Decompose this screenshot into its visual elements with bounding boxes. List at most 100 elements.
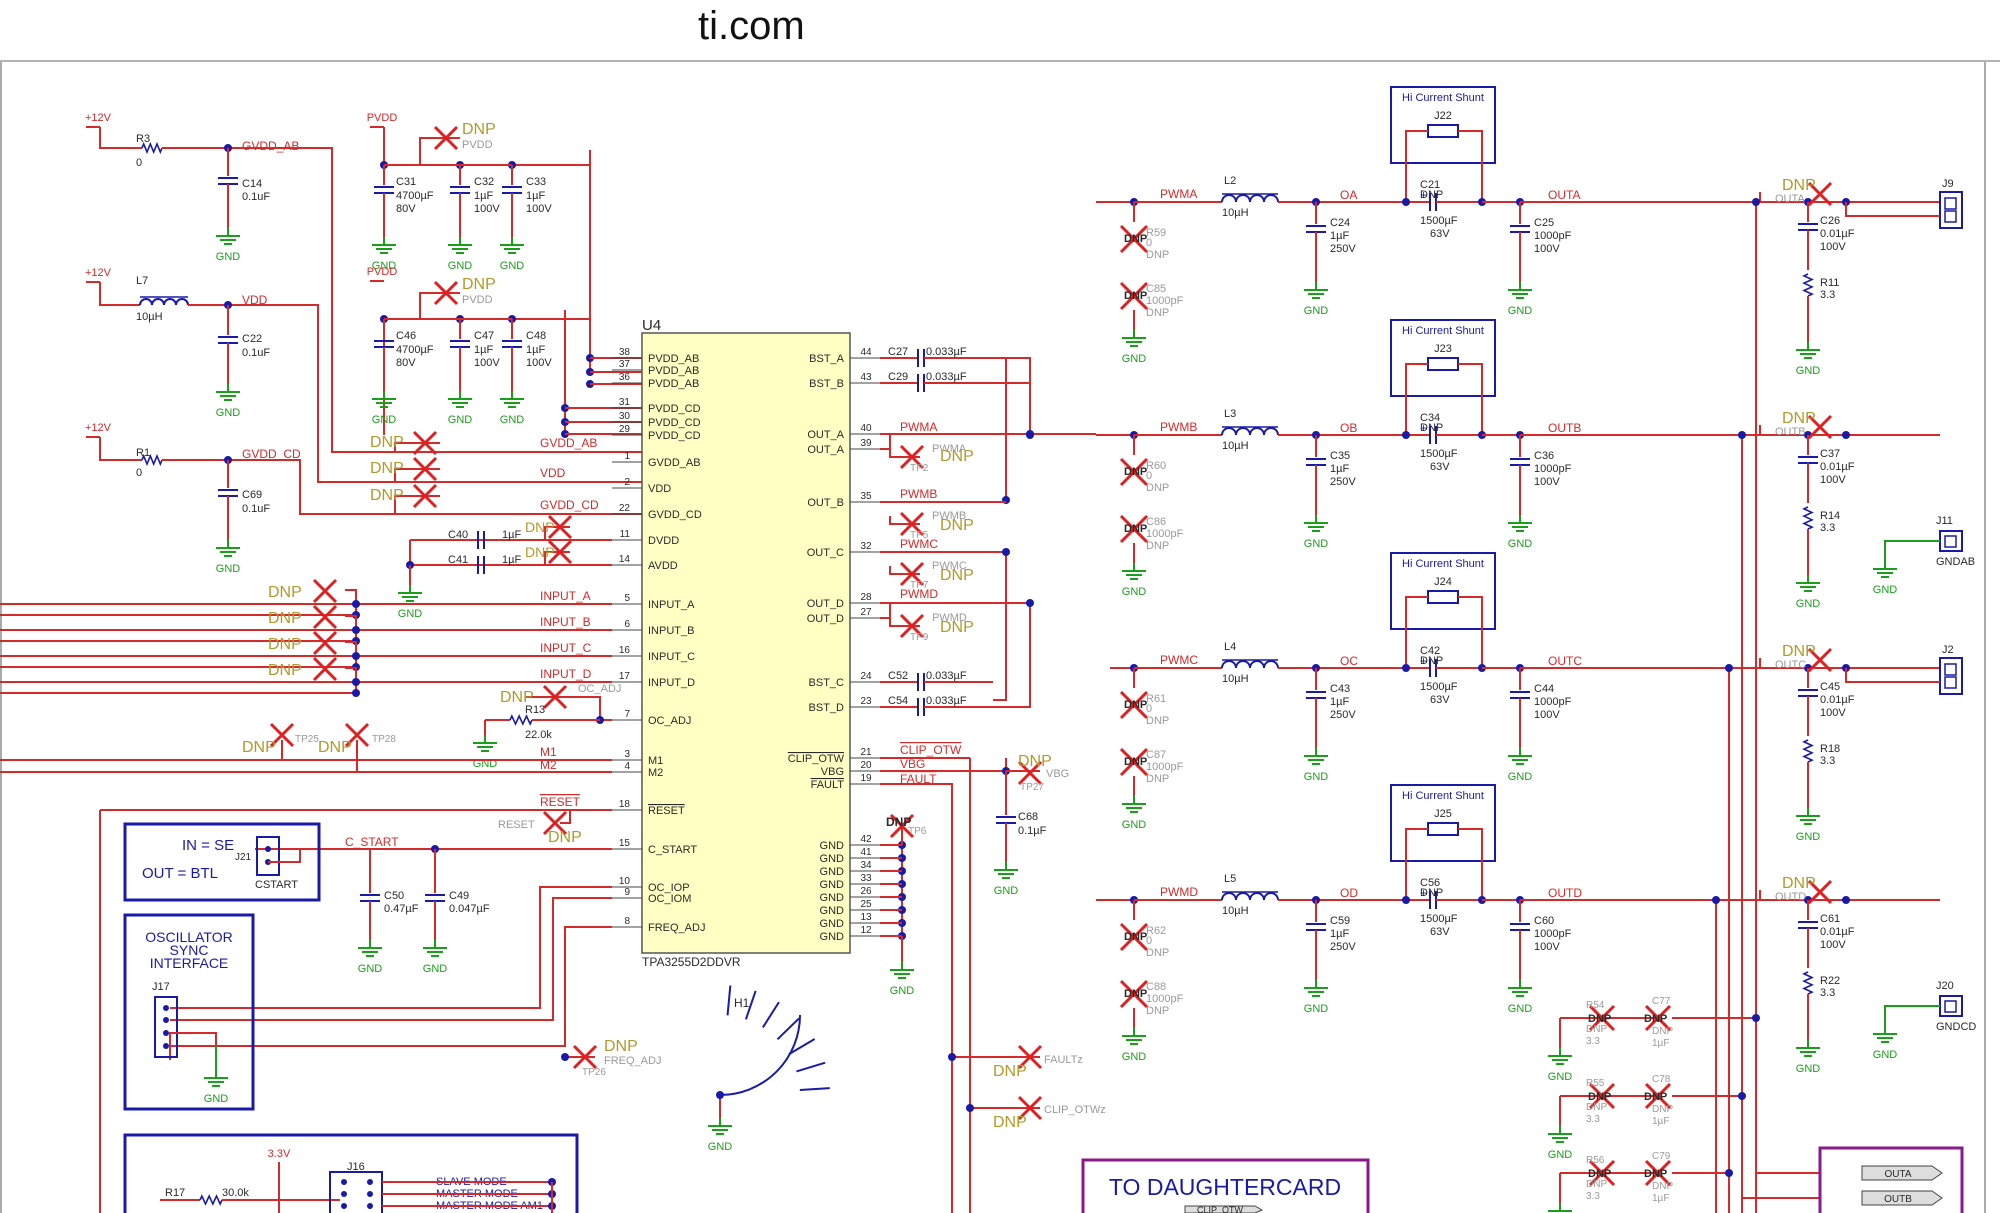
- label: R18: [1820, 743, 1840, 755]
- label: GNDAB: [1936, 556, 1975, 568]
- label: 1000pF: [1146, 528, 1184, 540]
- dnp-x: [412, 430, 438, 456]
- pin-name: INPUT_B: [648, 625, 694, 637]
- label: DNP: [1652, 1026, 1673, 1037]
- spacer: DNP: [1420, 422, 1443, 434]
- wire: [1405, 363, 1428, 435]
- label: C40: [448, 529, 468, 541]
- junction-dot: [352, 689, 360, 697]
- dnp-label: DNP: [940, 619, 974, 636]
- label: 3.3: [1820, 987, 1835, 999]
- pin-name: INPUT_D: [648, 677, 695, 689]
- pin-number: 11: [620, 529, 631, 540]
- junction-dot: [1026, 430, 1034, 438]
- label: PVDD: [462, 294, 493, 306]
- label: R3: [136, 133, 150, 145]
- pin-name: CLIP_OTW: [788, 753, 845, 765]
- dnp-label: DNP: [500, 689, 534, 706]
- ground-label: GND: [204, 1093, 229, 1105]
- heatsink-arc: [719, 1014, 801, 1096]
- label: TP6: [908, 826, 927, 837]
- ground-label: GND: [1548, 1071, 1573, 1083]
- label: INPUT_B: [540, 615, 591, 629]
- pin-name: M1: [648, 755, 663, 767]
- pin-name: GND: [820, 892, 845, 904]
- pin-number: 2: [624, 477, 630, 488]
- label: OUTD: [1775, 891, 1806, 903]
- pin-name: GND: [820, 905, 845, 917]
- label: R60: [1146, 460, 1166, 472]
- label: PWMB: [900, 487, 937, 501]
- wire: [924, 357, 1031, 435]
- dnp-x: [1119, 747, 1149, 777]
- label: 1000pF: [1534, 463, 1572, 475]
- plus-mark: +: [1420, 654, 1427, 668]
- ic-part: TPA3255D2DDVR: [642, 955, 741, 969]
- label: C24: [1330, 217, 1350, 229]
- label: C45: [1820, 681, 1840, 693]
- label: OUTB: [1775, 426, 1806, 438]
- junction-dot: [1738, 1092, 1746, 1100]
- shunt-jumper: [1427, 124, 1459, 138]
- junction-dot: [352, 600, 360, 608]
- dnp-label: DNP: [548, 829, 582, 846]
- label: 63V: [1430, 926, 1450, 938]
- label: C46: [396, 330, 416, 342]
- heatsink-fin: [762, 1001, 780, 1028]
- dnp-x: [1017, 760, 1043, 786]
- label: C32: [474, 176, 494, 188]
- label: IN = SE: [182, 837, 234, 854]
- pin-name: VDD: [648, 483, 671, 495]
- label: 22.0k: [525, 729, 552, 741]
- label: 0: [1146, 935, 1152, 947]
- heatsink-fin: [788, 1038, 816, 1056]
- pin-name: GND: [820, 918, 845, 930]
- pin: [367, 1191, 373, 1197]
- junction-dot: [966, 1104, 974, 1112]
- flag-clip-otw: [1184, 1205, 1264, 1213]
- pin-number: 8: [624, 916, 630, 927]
- resistor: [199, 1194, 223, 1206]
- plus-mark: +: [1420, 188, 1427, 202]
- rail-label: PVDD: [367, 112, 398, 124]
- label: 0.01µF: [1820, 926, 1855, 938]
- label: DNP: [1146, 773, 1169, 785]
- junction-dot: [1842, 431, 1850, 439]
- dnp-x: [899, 511, 925, 537]
- label: 3.3: [1820, 522, 1835, 534]
- pin-number: 37: [619, 359, 631, 370]
- pin: [265, 846, 271, 852]
- dnp-label: DNP: [370, 487, 404, 504]
- ground-label: GND: [1122, 353, 1147, 365]
- pin-number: 40: [860, 423, 872, 434]
- label: C85: [1146, 283, 1166, 295]
- dnp-x: [433, 280, 459, 306]
- wire: [1458, 596, 1483, 668]
- inductor: [1221, 660, 1279, 669]
- label: 1µF: [526, 344, 545, 356]
- pin-name: PVDD_CD: [648, 417, 701, 429]
- label: TP2: [910, 463, 929, 474]
- dnp-text: DNP: [1588, 1091, 1611, 1103]
- label: 3.3: [1586, 1036, 1600, 1047]
- label: 63V: [1430, 461, 1450, 473]
- label: C29: [888, 371, 908, 383]
- label: 3.3: [1586, 1114, 1600, 1125]
- plus-mark: +: [1420, 886, 1427, 900]
- label: 1µF: [1330, 928, 1349, 940]
- label: C42: [1420, 645, 1440, 657]
- label: CLIP_OTW: [1197, 1205, 1244, 1213]
- dnp-label: DNP: [1782, 177, 1816, 194]
- label: RESET: [540, 795, 581, 809]
- label: R22: [1820, 975, 1840, 987]
- label: 1µF: [1330, 463, 1349, 475]
- ground-label: GND: [1122, 1051, 1147, 1063]
- label: PWMB: [1160, 420, 1197, 434]
- label: CSTART: [255, 879, 298, 891]
- wire: [0, 604, 357, 616]
- label: OUT = BTL: [142, 865, 218, 882]
- label: 63V: [1430, 694, 1450, 706]
- dnp-x: [542, 684, 568, 710]
- resistor: [509, 714, 533, 726]
- label: DNP: [1652, 1181, 1673, 1192]
